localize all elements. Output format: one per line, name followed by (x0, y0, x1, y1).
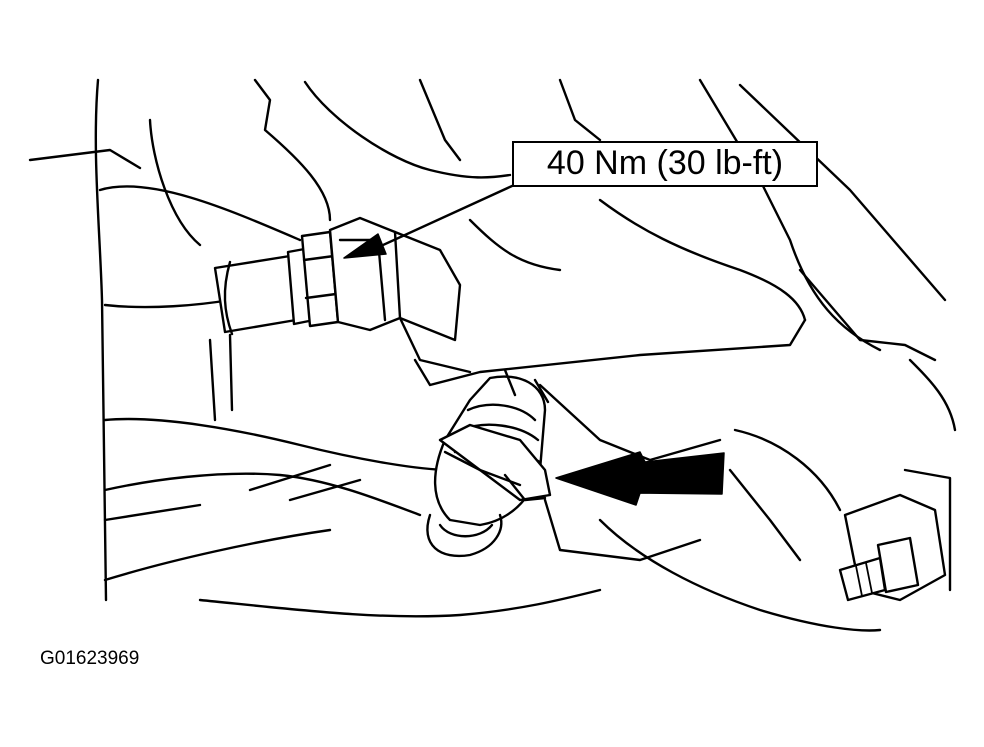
torque-callout-box: 40 Nm (30 lb-ft) (512, 141, 818, 187)
hose-with-clamp (426, 368, 552, 558)
hose-fitting-upper (213, 216, 472, 374)
sensor-lower-right (838, 468, 952, 602)
clamp-pointer-arrow[interactable] (555, 451, 725, 506)
engine-block-outline (28, 78, 957, 632)
figure-id-label: G01623969 (40, 648, 140, 669)
torque-label: 40 Nm (30 lb-ft) (546, 144, 784, 182)
callout-leader-arrow (343, 184, 514, 259)
